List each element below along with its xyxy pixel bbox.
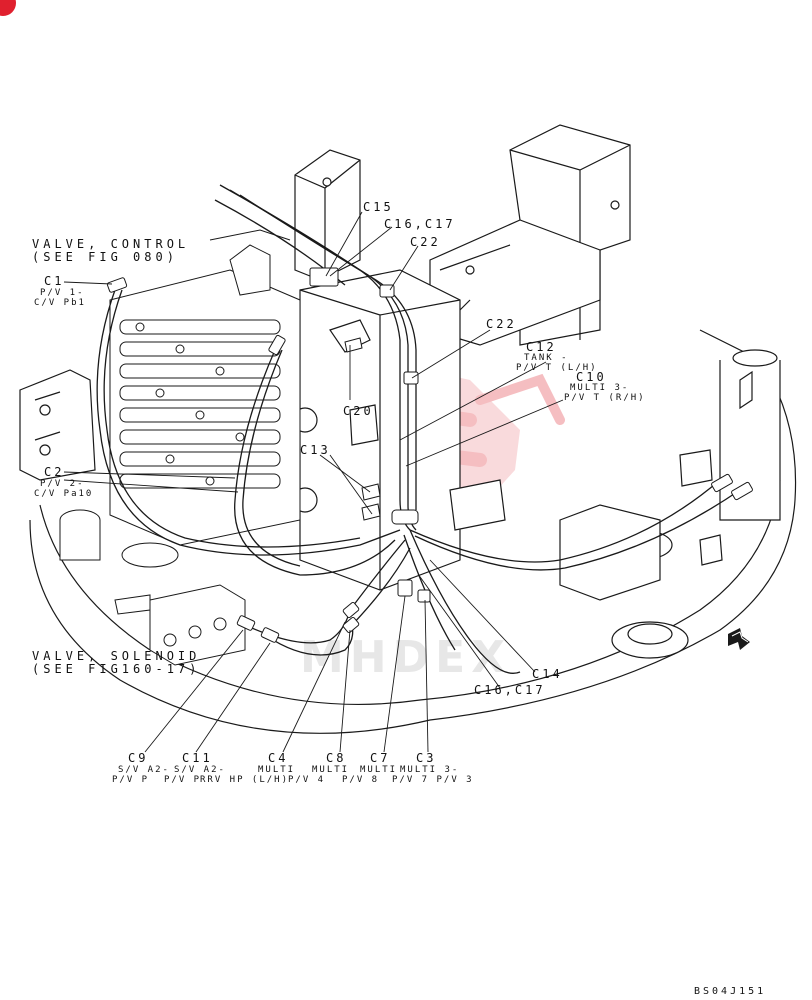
callout-c12-desc1: TANK - [524,353,569,363]
callout-c8-desc1: MULTI [312,765,350,775]
callout-c11-desc1: S/V A2- [174,765,226,775]
leader-lines [63,211,564,753]
note-control-valve-line2: (SEE FIG 080) [32,250,178,264]
drawing-code: BS04J151 [694,986,767,997]
callout-c3: C3 [416,751,437,765]
direction-arrow-icon [728,628,750,650]
callout-c1-desc1: P/V 1- [40,288,85,298]
callout-c10-desc2: P/V T (R/H) [564,393,646,403]
callout-c15: C15 [363,200,394,214]
callout-c20: C20 [343,404,374,418]
callout-c16-c17-bottom: C16,C17 [474,683,546,697]
callout-c16-c17-top: C16,C17 [384,217,456,231]
callout-c2: C2 [44,465,65,479]
corner-badge-glyph: ▸ [0,0,4,1]
callout-c2-desc1: P/V 2- [40,479,85,489]
callout-c7-desc2: P/V 8 [342,775,380,785]
watermark-text: MHDEX [300,632,511,683]
solenoid-valve-block [59,509,246,666]
callout-c9-desc2: P/V P [112,775,150,785]
callout-c3-desc1: MULTI 3- [400,765,460,775]
callout-c22-b: C22 [486,317,517,331]
callout-c9-desc1: S/V A2- [118,765,170,775]
callout-c14: C14 [532,667,563,681]
callout-c1: C1 [44,274,65,288]
callout-c10: C10 [576,370,607,384]
turntable-base [19,329,797,734]
control-valve-block [109,229,301,546]
callout-c7: C7 [370,751,391,765]
callout-c4: C4 [268,751,289,765]
callout-c9: C9 [128,751,149,765]
callout-c7-desc1: MULTI [360,765,398,775]
callout-c2-desc2: C/V Pa10 [34,489,94,499]
note-control-valve-line1: VALVE, CONTROL [32,237,190,251]
callout-c22-a: C22 [410,235,441,249]
corner-badge-icon: ▸ [0,0,16,16]
boom-bracket [429,124,631,346]
callout-c4-desc2: RRV HP (L/H) [200,775,290,785]
callout-c12: C12 [526,340,557,354]
callout-c4-desc1: MULTI [258,765,296,775]
callout-c12-desc2: P/V T (L/H) [516,363,598,373]
callout-c11-desc2: P/V P [164,775,202,785]
svg-text:MHDEX: MHDEX [300,632,511,683]
callout-c10-desc1: MULTI 3- [570,383,630,393]
callout-c8-desc2: P/V 4 [288,775,326,785]
callout-c13: C13 [300,443,331,457]
callout-c11: C11 [182,751,213,765]
callout-c3-desc2: P/V 7 P/V 3 [392,775,474,785]
note-solenoid-valve-line1: VALVE, SOLENOID [32,649,201,663]
callout-c8: C8 [326,751,347,765]
note-solenoid-valve-line2: (SEE FIG160-17) [32,662,201,676]
callout-c1-desc2: C/V Pb1 [34,298,86,308]
